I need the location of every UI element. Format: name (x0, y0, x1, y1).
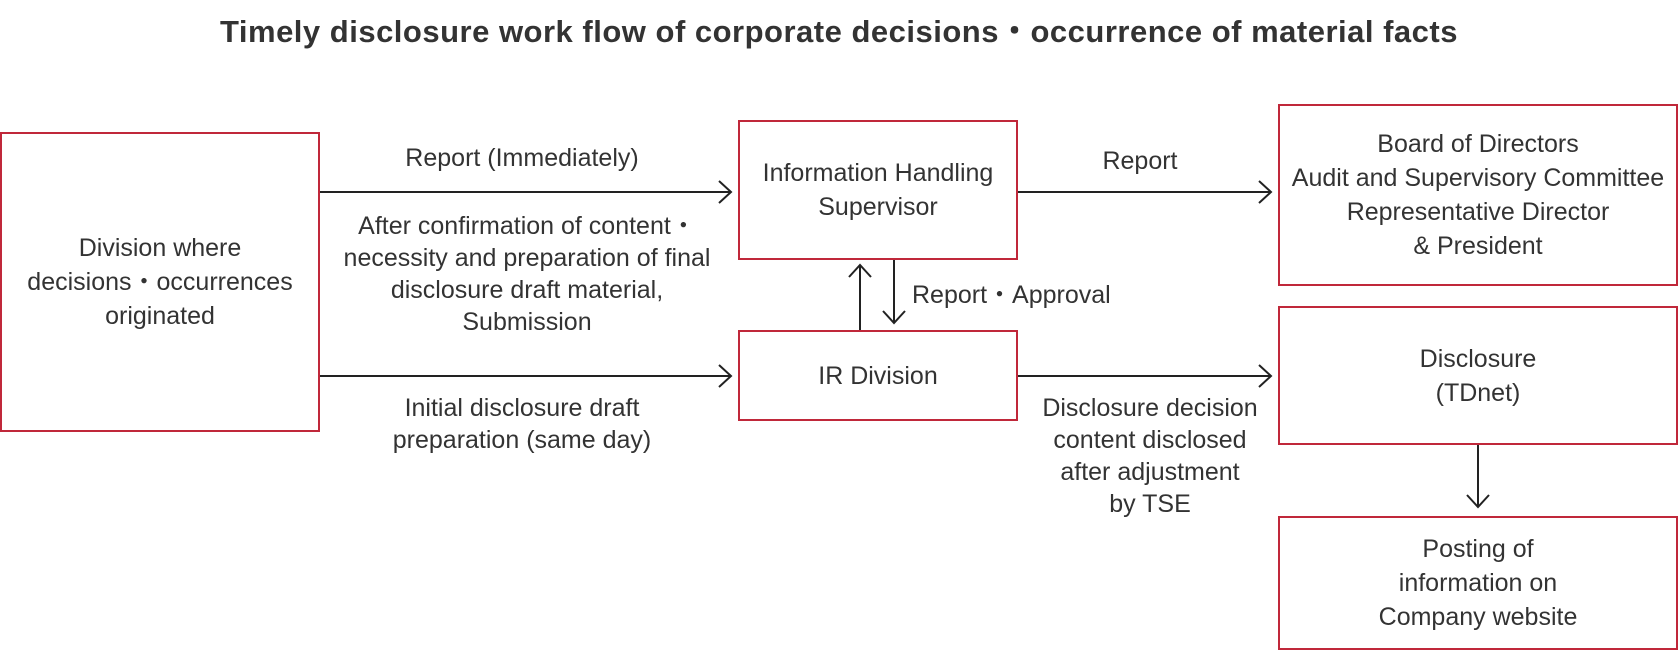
initial-draft-label: Initial disclosure draft preparation (sa… (322, 392, 722, 456)
arrowhead-supervisor-down-to-ir (882, 310, 906, 325)
arrowhead-origin-to-ir (718, 364, 733, 388)
disclosure-line-1: Disclosure (1419, 344, 1537, 373)
board-line-3: Representative Director (1346, 198, 1610, 226)
ir-division-label: IR Division (818, 361, 938, 390)
arrowhead-ir-to-disclosure (1258, 364, 1273, 388)
tse-adjustment-line-3: after adjustment (1060, 458, 1240, 486)
after-confirmation-line-3: disclosure draft material, (390, 276, 664, 304)
arrowhead-ir-up-to-supervisor (848, 263, 872, 278)
tse-adjustment-line-2: content disclosed (1053, 426, 1247, 454)
posting-line-1: Posting of (1422, 535, 1534, 563)
supervisor-line-1: Information Handling (762, 159, 994, 187)
diagram-title: Timely disclosure work flow of corporate… (220, 14, 1458, 49)
ir-division-box: IR Division (738, 330, 1018, 421)
origin-division-box: Division where decisions・occurrences ori… (0, 132, 320, 432)
arrowhead-origin-to-supervisor (718, 180, 733, 204)
after-confirmation-line-2: necessity and preparation of final (343, 244, 711, 272)
information-handling-supervisor-box: Information Handling Supervisor (738, 120, 1018, 260)
origin-division-line-3: originated (105, 302, 215, 330)
tse-adjustment-line-1: Disclosure decision (1042, 394, 1258, 422)
arrowhead-disclosure-to-posting (1466, 494, 1490, 509)
origin-division-line-2: decisions・occurrences (27, 268, 293, 296)
initial-draft-line-2: preparation (same day) (392, 426, 652, 454)
after-confirmation-line-1: After confirmation of content・ (358, 212, 696, 240)
after-confirmation-line-4: Submission (462, 308, 592, 336)
disclosure-line-2: (TDnet) (1435, 378, 1521, 407)
initial-draft-line-1: Initial disclosure draft (404, 394, 640, 422)
board-line-4: & President (1413, 232, 1543, 260)
company-website-posting-box: Posting of information on Company websit… (1278, 516, 1678, 650)
board-line-1: Board of Directors (1377, 130, 1579, 158)
board-of-directors-box: Board of Directors Audit and Supervisory… (1278, 104, 1678, 286)
tse-adjustment-line-4: by TSE (1109, 490, 1191, 518)
tse-adjustment-label: Disclosure decision content disclosed af… (1030, 392, 1270, 520)
disclosure-tdnet-box: Disclosure (TDnet) (1278, 306, 1678, 445)
posting-line-2: information on (1398, 569, 1558, 597)
origin-division-line-1: Division where (78, 234, 242, 262)
supervisor-line-2: Supervisor (818, 193, 938, 221)
report-approval-label: Report・Approval (912, 281, 1111, 309)
posting-line-3: Company website (1378, 603, 1578, 631)
board-line-2: Audit and Supervisory Committee (1291, 164, 1665, 192)
report-label: Report (1102, 147, 1178, 175)
arrowhead-supervisor-to-board (1258, 180, 1273, 204)
report-immediately-label: Report (Immediately) (405, 144, 639, 172)
after-confirmation-label: After confirmation of content・ necessity… (322, 210, 732, 338)
